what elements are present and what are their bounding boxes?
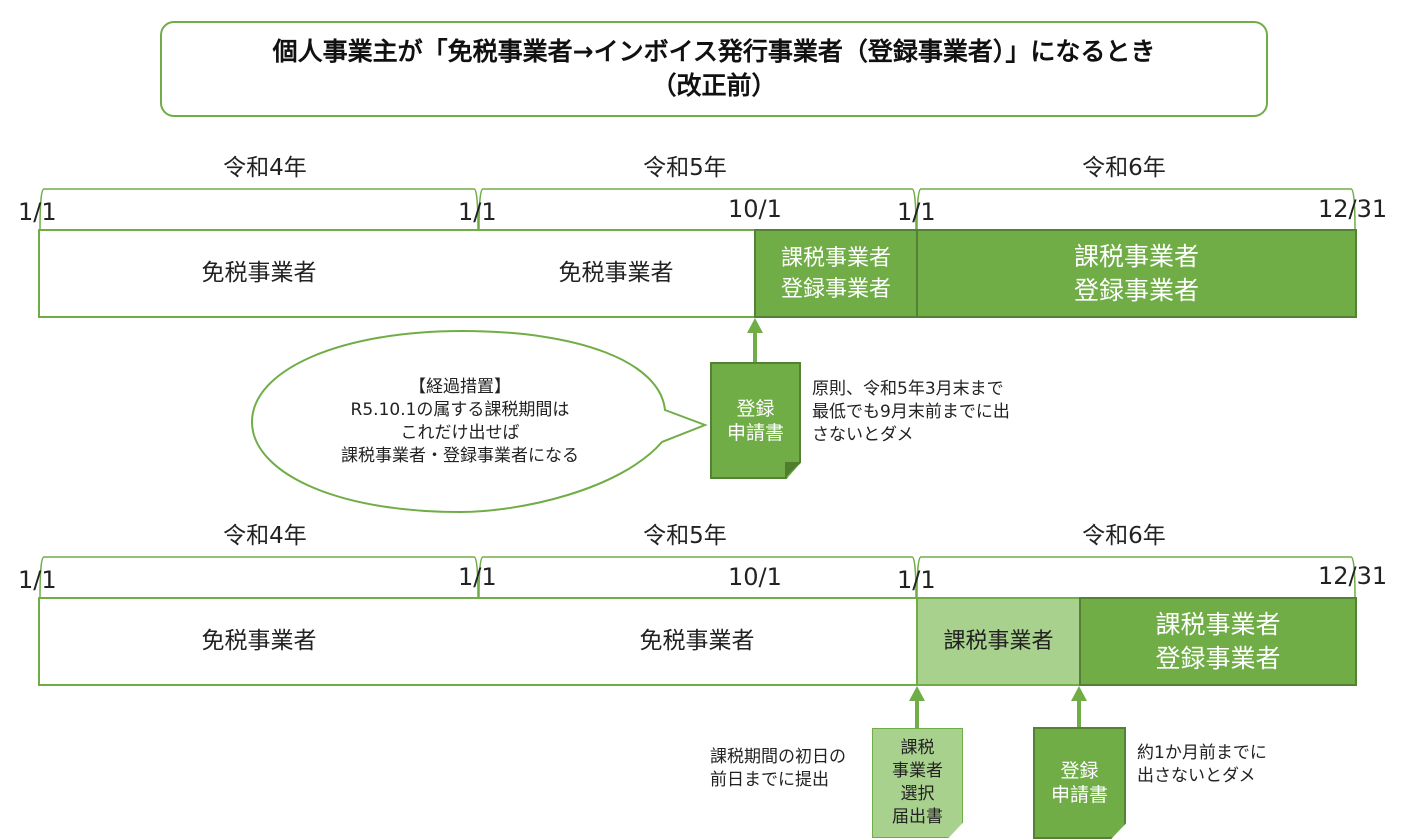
year-braces-top	[39, 188, 1356, 231]
year-label: 令和6年	[1082, 523, 1166, 549]
segment-taxable-r6: 課税事業者	[916, 597, 1081, 686]
segment-label: 免税事業者	[558, 260, 674, 286]
segment-exempt-r4: 免税事業者	[38, 229, 480, 318]
note-line: 原則、令和5年3月末まで	[812, 379, 1004, 399]
transitional-measure-callout: 【経過措置】 R5.10.1の属する課税期間は これだけ出せば 課税事業者・登録…	[290, 376, 630, 468]
date-label: 10/1	[728, 563, 782, 591]
segment-exempt-r4: 免税事業者	[38, 597, 480, 686]
date-label: 1/1	[897, 566, 936, 594]
arrow-head-bottom-election	[909, 686, 925, 701]
segment-exempt-r5: 免税事業者	[478, 229, 756, 318]
note-line: 約1か月前までに	[1137, 743, 1267, 763]
segment-taxable-registered-r6: 課税事業者 登録事業者	[916, 229, 1357, 318]
brace-r6-top	[916, 188, 1356, 231]
year-label: 令和5年	[643, 155, 727, 181]
callout-line: R5.10.1の属する課税期間は	[350, 400, 570, 420]
note-line: 課税期間の初日の	[710, 747, 846, 767]
date-label: 1/1	[458, 198, 497, 226]
note-line: 出さないとダメ	[1137, 766, 1256, 786]
deadline-note-register: 約1か月前までに 出さないとダメ	[1137, 742, 1267, 788]
segment-label: 免税事業者	[201, 260, 317, 286]
callout-line: 課税事業者・登録事業者になる	[341, 446, 579, 466]
document-label: 登録 申請書	[726, 397, 784, 444]
segment-taxable-registered-r6: 課税事業者 登録事業者	[1079, 597, 1357, 686]
document-label: 登録 申請書	[1050, 760, 1108, 806]
callout-bubble-outline	[250, 329, 708, 514]
registration-application-document: 登録 申請書	[710, 362, 801, 479]
year-label: 令和4年	[223, 523, 307, 549]
diagram-title-box: 個人事業主が「免税事業者→インボイス発行事業者（登録事業者）」になるとき （改正…	[160, 21, 1268, 117]
year-label: 令和5年	[643, 523, 727, 549]
brace-r6-bottom	[916, 556, 1356, 599]
segment-label: 免税事業者	[639, 628, 755, 654]
date-label: 12/31	[1318, 562, 1388, 590]
note-line: 最低でも9月末前までに出	[812, 402, 1010, 422]
segment-label: 課税事業者	[943, 629, 1054, 654]
deadline-note-election: 課税期間の初日の 前日までに提出	[710, 746, 846, 792]
deadline-note-top: 原則、令和5年3月末まで 最低でも9月末前までに出 さないとダメ	[812, 378, 1010, 447]
year-label: 令和4年	[223, 155, 307, 181]
date-label: 1/1	[897, 198, 936, 226]
arrow-head-bottom-register	[1071, 686, 1087, 701]
note-line: 前日までに提出	[710, 770, 829, 790]
date-label: 1/1	[458, 563, 497, 591]
segment-label: 課税事業者 登録事業者	[1155, 609, 1281, 673]
segment-taxable-registered-r5: 課税事業者 登録事業者	[754, 229, 918, 318]
segment-label: 課税事業者 登録事業者	[780, 245, 891, 302]
title-line-2: （改正前）	[651, 71, 777, 100]
year-label: 令和6年	[1082, 155, 1166, 181]
date-label: 1/1	[18, 566, 57, 594]
year-braces-bottom	[39, 556, 1356, 599]
arrow-head-top-register	[747, 318, 763, 333]
brace-r5-bottom	[478, 556, 917, 599]
segment-label: 免税事業者	[201, 628, 317, 654]
date-label: 10/1	[728, 195, 782, 223]
document-label: 課税 事業者 選択 届出書	[892, 738, 943, 827]
title-line-1: 個人事業主が「免税事業者→インボイス発行事業者（登録事業者）」になるとき	[272, 37, 1156, 66]
callout-line: 【経過措置】	[409, 377, 511, 397]
note-line: さないとダメ	[812, 425, 914, 445]
segment-label: 課税事業者 登録事業者	[1073, 241, 1199, 305]
brace-r4-bottom	[39, 556, 479, 599]
segment-exempt-r5: 免税事業者	[478, 597, 918, 686]
date-label: 1/1	[18, 198, 57, 226]
callout-line: これだけ出せば	[400, 423, 520, 443]
brace-r4-top	[39, 188, 479, 231]
brace-r5-top	[478, 188, 917, 231]
date-label: 12/31	[1318, 195, 1388, 223]
registration-application-document: 登録 申請書	[1033, 727, 1126, 839]
taxable-election-notice-document: 課税 事業者 選択 届出書	[872, 728, 963, 838]
